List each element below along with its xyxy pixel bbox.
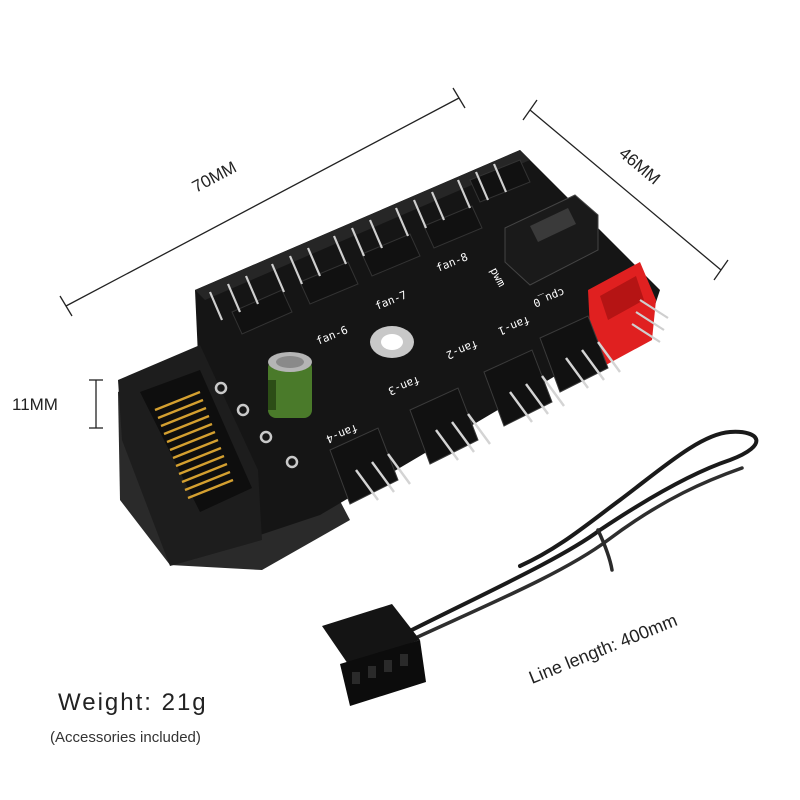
cable-length-label: Line length: 400mm [526,610,680,688]
dimension-11mm [89,379,103,429]
capacitor [268,352,312,418]
gold-contact-pins [154,390,234,500]
hub-board: fan-6 fan-7 fan-8 pwm cpu_0 fan-1 fan-2 … [118,150,669,570]
cpu-pins [631,299,669,343]
board-vias [214,381,299,469]
front-row-headers [329,315,609,505]
cpu-red-connector [588,262,656,366]
dimension-70mm-label: 70MM [189,158,240,197]
front-row-pins [355,341,621,501]
cable-accessory [322,429,759,706]
weight-note: (Accessories included) [50,729,201,746]
sata-connector [118,345,262,566]
dimension-46mm [522,99,729,281]
back-row-pins [208,163,508,321]
weight-label: Weight: 21g [58,689,208,716]
dimension-11mm-label: 11MM [12,395,58,414]
mounting-hole [370,326,414,358]
dimension-46mm-label: 46MM [615,144,663,189]
pwm-connector [504,194,599,286]
dimension-70mm [59,87,466,317]
back-row-headers [231,159,531,335]
